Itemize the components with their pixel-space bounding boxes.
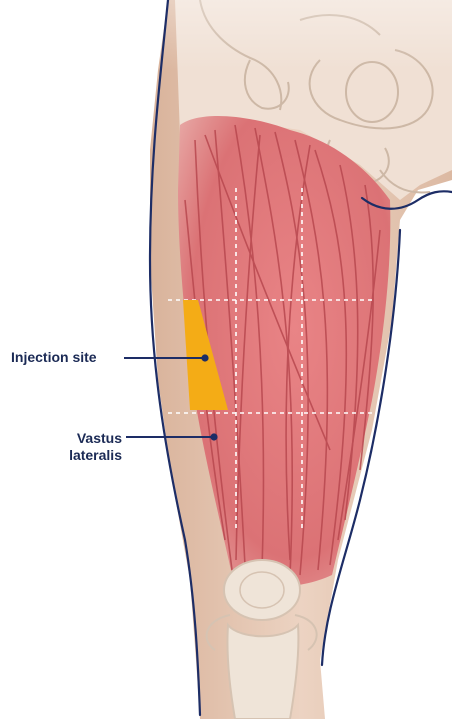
- vastus-label-line1: Vastus: [40, 430, 122, 447]
- injection-site-label: Injection site: [11, 349, 97, 366]
- vastus-lateralis-label: Vastus lateralis: [40, 430, 122, 464]
- vastus-label-line2: lateralis: [40, 447, 122, 464]
